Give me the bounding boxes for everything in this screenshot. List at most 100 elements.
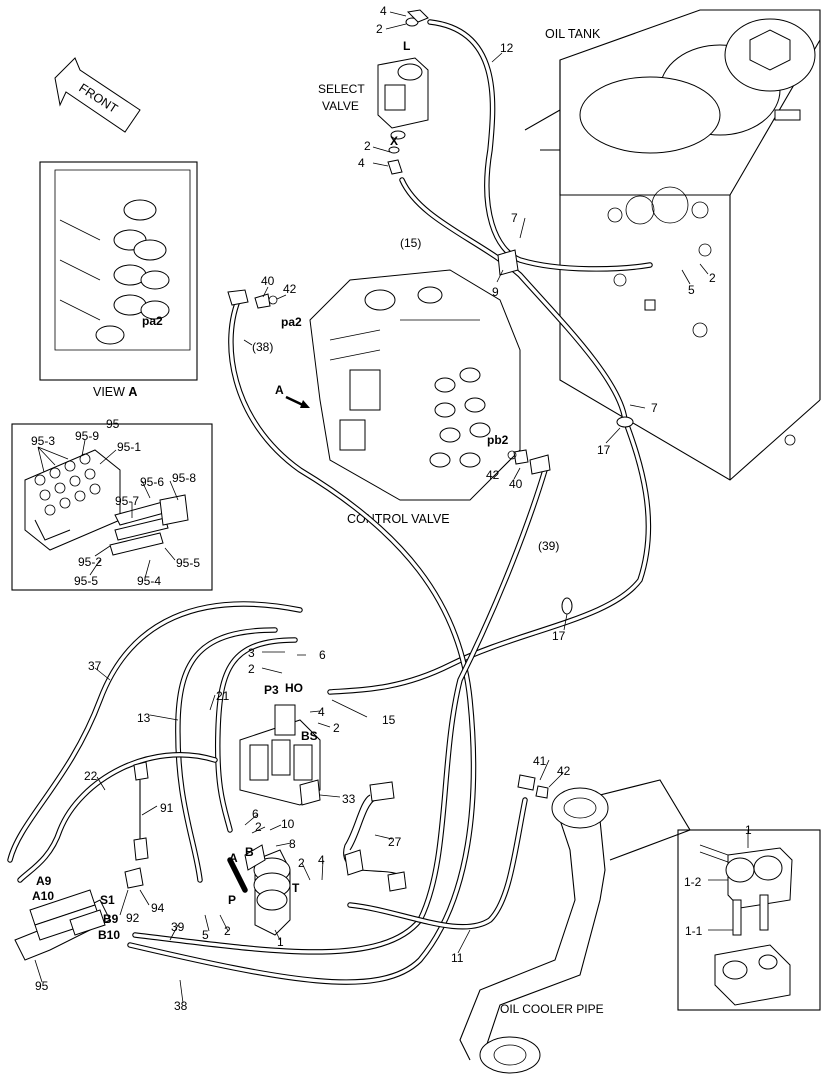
callout-95-1: 95-1: [117, 440, 141, 454]
box-95-frame: [11, 423, 213, 591]
pa2-label: pa2: [281, 315, 302, 329]
select-valve-label-2: VALVE: [322, 99, 359, 113]
clamp-17-lower: [561, 597, 573, 615]
callout-2f: 2: [255, 820, 262, 834]
callout-7b: 7: [651, 401, 658, 415]
fittings-control-valve: [227, 289, 551, 799]
callout-2g: 2: [298, 856, 305, 870]
callout-5a: 5: [688, 283, 695, 297]
callout-1-1: 1-1: [685, 924, 703, 938]
port-ho-label: HO: [285, 681, 303, 695]
callout-2c: 2: [709, 271, 716, 285]
callout-2e: 2: [333, 721, 340, 735]
callout-12: 12: [500, 41, 514, 55]
select-valve-label-1: SELECT: [318, 82, 365, 96]
port-l-label: L: [403, 39, 410, 53]
callout-42c: 42: [557, 764, 571, 778]
port-a-label: A: [229, 851, 238, 865]
callout-2d: 2: [248, 662, 255, 676]
callout-1-box: 1: [745, 823, 752, 837]
callout-95b: 95: [35, 979, 49, 993]
callout-22: 22: [84, 769, 98, 783]
callout-94: 94: [151, 901, 165, 915]
port-s1-label: S1: [100, 893, 115, 907]
callout-6b: 6: [252, 807, 259, 821]
callout-39p: (39): [538, 539, 559, 553]
callout-numbers: 4 2 12 2 4 (15) 7 9 5 2 40 42 (38) 7 17 …: [31, 4, 752, 1013]
callout-15p: (15): [400, 236, 421, 250]
callout-95-5b: 95-5: [74, 574, 98, 588]
callout-13: 13: [137, 711, 151, 725]
manifold-block-lower: [14, 889, 111, 961]
callout-5b: 5: [202, 928, 209, 942]
callout-2a: 2: [376, 22, 383, 36]
port-t-label: T: [292, 881, 300, 895]
callout-7a: 7: [511, 211, 518, 225]
callout-95: 95: [106, 417, 120, 431]
callout-1: 1: [277, 935, 284, 949]
arrow-a-label: A: [275, 383, 284, 397]
callout-38p: (38): [252, 340, 273, 354]
oil-tank-label: OIL TANK: [545, 27, 601, 41]
box-1-frame: [677, 829, 821, 1011]
callout-95-8: 95-8: [172, 471, 196, 485]
oil-tank: [524, 9, 821, 481]
callout-2b: 2: [364, 139, 371, 153]
view-a-valve-detail: [54, 169, 191, 351]
port-p-label: P: [228, 893, 236, 907]
pressure-sensor-91: [124, 761, 149, 889]
callout-27: 27: [388, 835, 402, 849]
callout-17a: 17: [597, 443, 611, 457]
port-x-label: X: [390, 134, 398, 148]
callout-95-7: 95-7: [115, 494, 139, 508]
callout-39: 39: [171, 920, 185, 934]
select-valve: [377, 9, 429, 175]
port-b10-label: B10: [98, 928, 120, 942]
callout-33: 33: [342, 792, 356, 806]
pump-valve-1: [244, 844, 291, 936]
oil-cooler-pipe: [459, 779, 691, 1074]
callout-95-3: 95-3: [31, 434, 55, 448]
front-arrow: [54, 57, 141, 133]
view-a-pa2-label: pa2: [142, 314, 163, 328]
clamp-9: [497, 249, 519, 276]
port-b9-label: B9: [103, 912, 119, 926]
callout-41: 41: [533, 754, 547, 768]
control-valve: [309, 269, 521, 501]
callout-8: 8: [289, 837, 296, 851]
callout-95-5a: 95-5: [176, 556, 200, 570]
callout-10: 10: [281, 817, 295, 831]
callout-42b: 42: [486, 468, 500, 482]
callout-11: 11: [451, 951, 464, 965]
valve-assembly-1: [699, 844, 793, 1006]
oil-cooler-pipe-label: OIL COOLER PIPE: [500, 1002, 604, 1016]
callout-9: 9: [492, 285, 499, 299]
port-labels: P3 HO BS A B P T A9 A10 S1 B9 B10: [32, 681, 318, 942]
callout-40b: 40: [509, 477, 523, 491]
callout-95-2: 95-2: [78, 555, 102, 569]
callout-42a: 42: [283, 282, 297, 296]
callout-21: 21: [216, 689, 230, 703]
port-a9-label: A9: [36, 874, 52, 888]
wire-harness-27: [343, 781, 407, 892]
solenoid-valve-33: [239, 704, 321, 806]
callout-95-9: 95-9: [75, 429, 99, 443]
leader-lines: [34, 11, 749, 1004]
callout-95-6: 95-6: [140, 475, 164, 489]
port-p3-label: P3: [264, 683, 279, 697]
callout-95-4: 95-4: [137, 574, 161, 588]
callout-40a: 40: [261, 274, 275, 288]
callout-6a: 6: [319, 648, 326, 662]
clamp-17-upper: [616, 416, 634, 428]
view-a-frame: [39, 161, 198, 381]
callout-37: 37: [88, 659, 102, 673]
manifold-95: [24, 449, 189, 556]
callout-4d: 4: [318, 853, 325, 867]
callout-15: 15: [382, 713, 396, 727]
callout-38: 38: [174, 999, 188, 1013]
port-bs-label: BS: [301, 729, 318, 743]
callout-92: 92: [126, 911, 140, 925]
port-b-label: B: [245, 845, 254, 859]
callout-3: 3: [248, 646, 255, 660]
